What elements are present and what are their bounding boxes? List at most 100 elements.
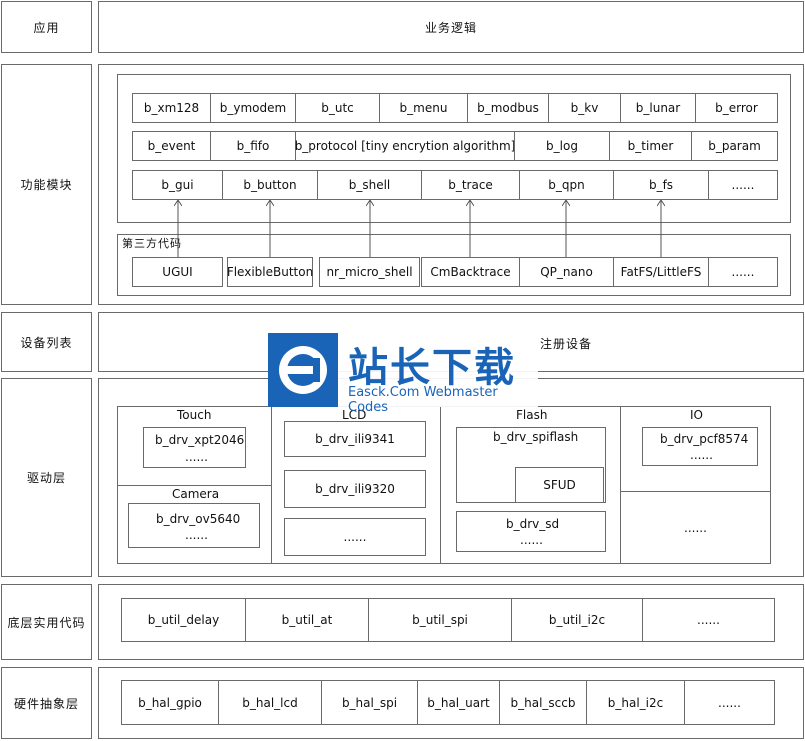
module-label: b_xm128 [143,101,200,115]
flash-sd-box [456,511,606,552]
hal-cell: b_hal_lcd [218,680,322,725]
camera-title: Camera [172,487,220,501]
watermark: 站长下载 Easck.Com Webmaster Codes [268,333,538,415]
module-label: b_log [546,139,578,153]
module-label: b_utc [321,101,354,115]
module-cell: b_param [691,131,778,161]
third-party-cell: UGUI [132,257,223,287]
util-label: b_util_i2c [548,613,606,627]
flash-sd-more: ...... [520,533,543,547]
flash-title: Flash [516,408,548,422]
third-party-label: 第三方代码 [122,237,182,250]
lcd-driver-cell: ...... [284,518,426,556]
layer-label-util: 底层实用代码 [1,584,92,660]
module-cell: b_lunar [620,93,696,123]
module-cell: b_error [695,93,778,123]
module-label: b_error [715,101,758,115]
util-label: b_util_delay [147,613,220,627]
flash-sfud-cell: SFUD [515,467,604,503]
touch-driver-more: ...... [185,450,208,464]
io-driver-more: ...... [690,448,713,462]
hal-cell: b_hal_uart [417,680,500,725]
third-party-item: UGUI [162,265,193,279]
layer-label-driver-text: 驱动层 [26,471,66,485]
watermark-logo-icon [268,333,338,407]
lcd-driver-cell: b_drv_ili9341 [284,421,426,457]
module-label: b_trace [448,178,493,192]
io-more-cell: ...... [620,491,771,564]
third-party-item: FlexibleButton [226,265,314,279]
module-label: b_menu [399,101,448,115]
third-party-cell: FlexibleButton [227,257,313,287]
third-party-item: QP_nano [540,265,593,279]
util-cell: b_util_i2c [511,598,643,642]
hal-label: b_hal_i2c [607,695,664,710]
layer-label-devlist: 设备列表 [1,312,92,372]
module-cell: b_trace [421,170,520,200]
hal-label: b_hal_uart [427,695,490,710]
third-party-cell: CmBacktrace [421,257,520,287]
flash-sd-label: b_drv_sd [506,517,560,531]
io-driver-label: b_drv_pcf8574 [660,432,749,446]
module-label: b_modbus [477,101,539,115]
layer-label-driver: 驱动层 [1,378,92,577]
hal-cell: b_hal_i2c [586,680,685,725]
module-cell: b_ymodem [210,93,296,123]
io-title: IO [690,408,703,422]
layer-label-func: 功能模块 [1,64,92,305]
camera-driver-more: ...... [185,528,208,542]
hal-label: b_hal_sccb [510,695,576,710]
lcd-driver-cell: b_drv_ili9320 [284,470,426,508]
touch-driver-box [143,427,246,468]
layer-label-util-text: 底层实用代码 [7,615,86,630]
hal-label: b_hal_gpio [138,695,202,710]
module-cell: b_utc [295,93,380,123]
hal-cell: ...... [684,680,775,725]
lcd-driver-label: b_drv_ili9341 [315,432,395,446]
camera-driver-box [128,503,260,548]
module-label: b_button [243,178,297,192]
util-cell: ...... [642,598,775,642]
util-label: ...... [697,613,720,627]
module-label: b_protocol [tiny encrytion algorithm] [294,139,516,153]
module-cell: b_kv [548,93,621,123]
hal-label: b_hal_spi [341,695,398,710]
module-cell: b_xm128 [132,93,211,123]
lcd-title: LCD [342,408,367,422]
module-label: b_shell [348,178,391,192]
module-cell: b_log [514,131,610,161]
module-cell: b_protocol [tiny encrytion algorithm] [295,131,515,161]
touch-title: Touch [177,408,212,422]
flash-sfud-label: SFUD [543,478,576,492]
third-party-item: CmBacktrace [430,265,511,279]
module-cell: b_gui [132,170,223,200]
module-label: b_qpn [548,178,585,192]
hal-cell: b_hal_gpio [121,680,219,725]
touch-driver-label: b_drv_xpt2046 [155,433,245,447]
hal-label: b_hal_lcd [242,695,298,710]
layer-label-devlist-text: 设备列表 [20,335,73,350]
util-cell: b_util_delay [121,598,246,642]
hal-cell: b_hal_sccb [499,680,587,725]
layer-label-func-text: 功能模块 [20,178,73,192]
module-cell: b_qpn [519,170,614,200]
third-party-cell: ...... [708,257,778,287]
third-party-item: ...... [731,265,755,279]
module-cell: b_fifo [210,131,296,161]
watermark-subtitle: Easck.Com Webmaster Codes [348,385,498,415]
io-more-label: ...... [684,520,707,535]
module-cell: ...... [708,170,778,200]
module-cell: b_event [132,131,211,161]
module-label: b_gui [161,178,194,192]
util-cell: b_util_at [245,598,369,642]
watermark-title: 站长下载 [348,345,516,391]
layer-label-hal: 硬件抽象层 [1,667,92,739]
module-cell: b_shell [317,170,422,200]
lcd-driver-label: b_drv_ili9320 [315,482,395,496]
devlist-content-text: 注册设备 [540,337,593,351]
camera-driver-label: b_drv_ov5640 [156,512,241,526]
module-cell: b_timer [609,131,692,161]
module-label: b_timer [627,139,674,153]
layer-label-app-text: 应用 [33,20,60,35]
third-party-cell: QP_nano [519,257,614,287]
